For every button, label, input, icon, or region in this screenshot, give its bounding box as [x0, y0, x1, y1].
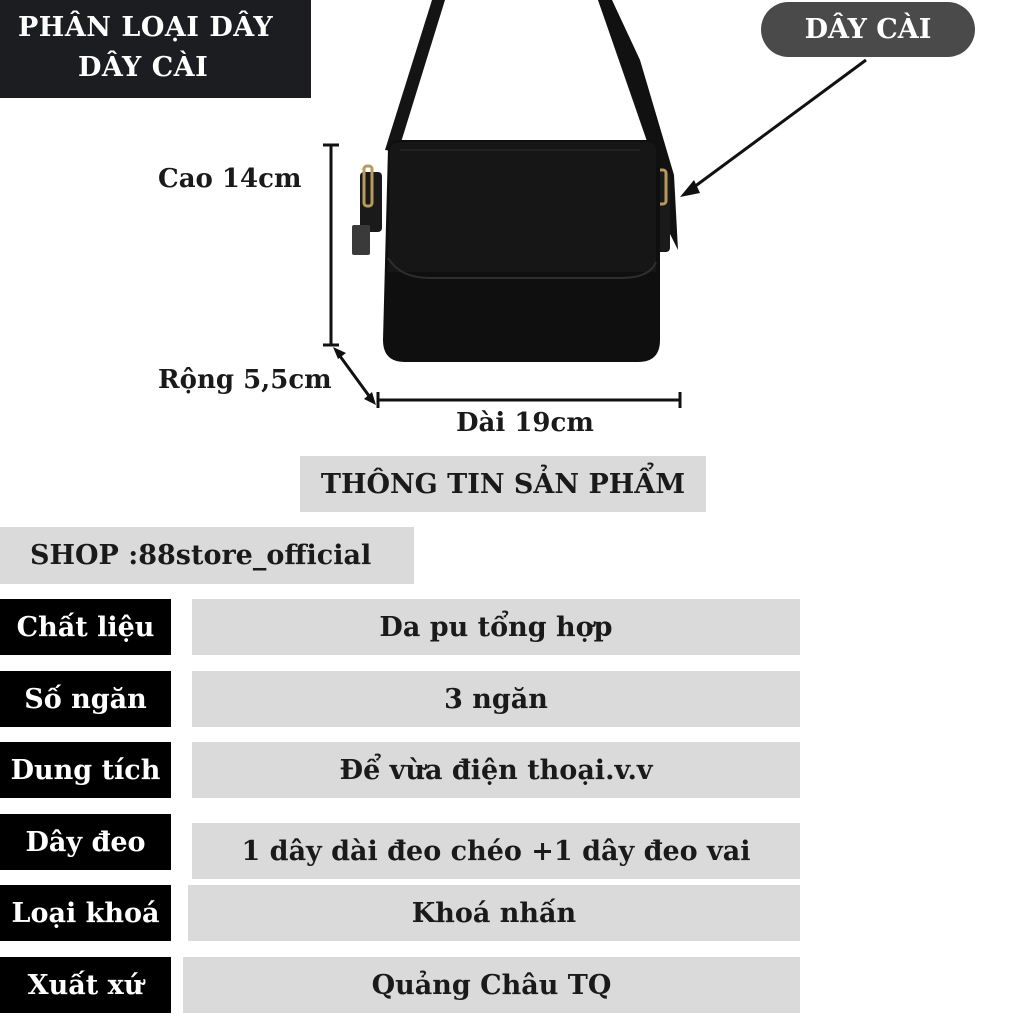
spec-value-strap: 1 dây dài đeo chéo +1 dây đeo vai [192, 823, 800, 879]
spec-value-capacity: Để vừa điện thoại.v.v [192, 742, 800, 798]
depth-label: Rộng 5,5cm [158, 365, 332, 395]
spec-label-material: Chất liệu [0, 599, 171, 655]
spec-value-origin: Quảng Châu TQ [183, 957, 800, 1013]
variant-badge-line1: PHÂN LOẠI DÂY [18, 12, 274, 43]
shop-name: SHOP :88store_official [0, 527, 414, 584]
spec-value-compartments: 3 ngăn [192, 671, 800, 727]
spec-value-lock: Khoá nhấn [188, 885, 800, 941]
length-label: Dài 19cm [456, 408, 594, 438]
height-label: Cao 14cm [158, 164, 302, 194]
bag-strap-left [385, 0, 445, 152]
spec-label-strap: Dây đeo [0, 814, 171, 870]
spec-label-compartments: Số ngăn [0, 671, 171, 727]
variant-badge-line2: DÂY CÀI [78, 52, 209, 83]
product-info-title: THÔNG TIN SẢN PHẨM [300, 456, 706, 512]
spec-value-material: Da pu tổng hợp [192, 599, 800, 655]
spec-label-capacity: Dung tích [0, 742, 171, 798]
spec-label-lock: Loại khoá [0, 885, 171, 941]
product-illustration [323, 0, 867, 408]
spec-label-origin: Xuất xứ [0, 957, 171, 1013]
strap-callout-label: DÂY CÀI [761, 2, 975, 57]
variant-badge: PHÂN LOẠI DÂY DÂY CÀI [0, 0, 311, 98]
